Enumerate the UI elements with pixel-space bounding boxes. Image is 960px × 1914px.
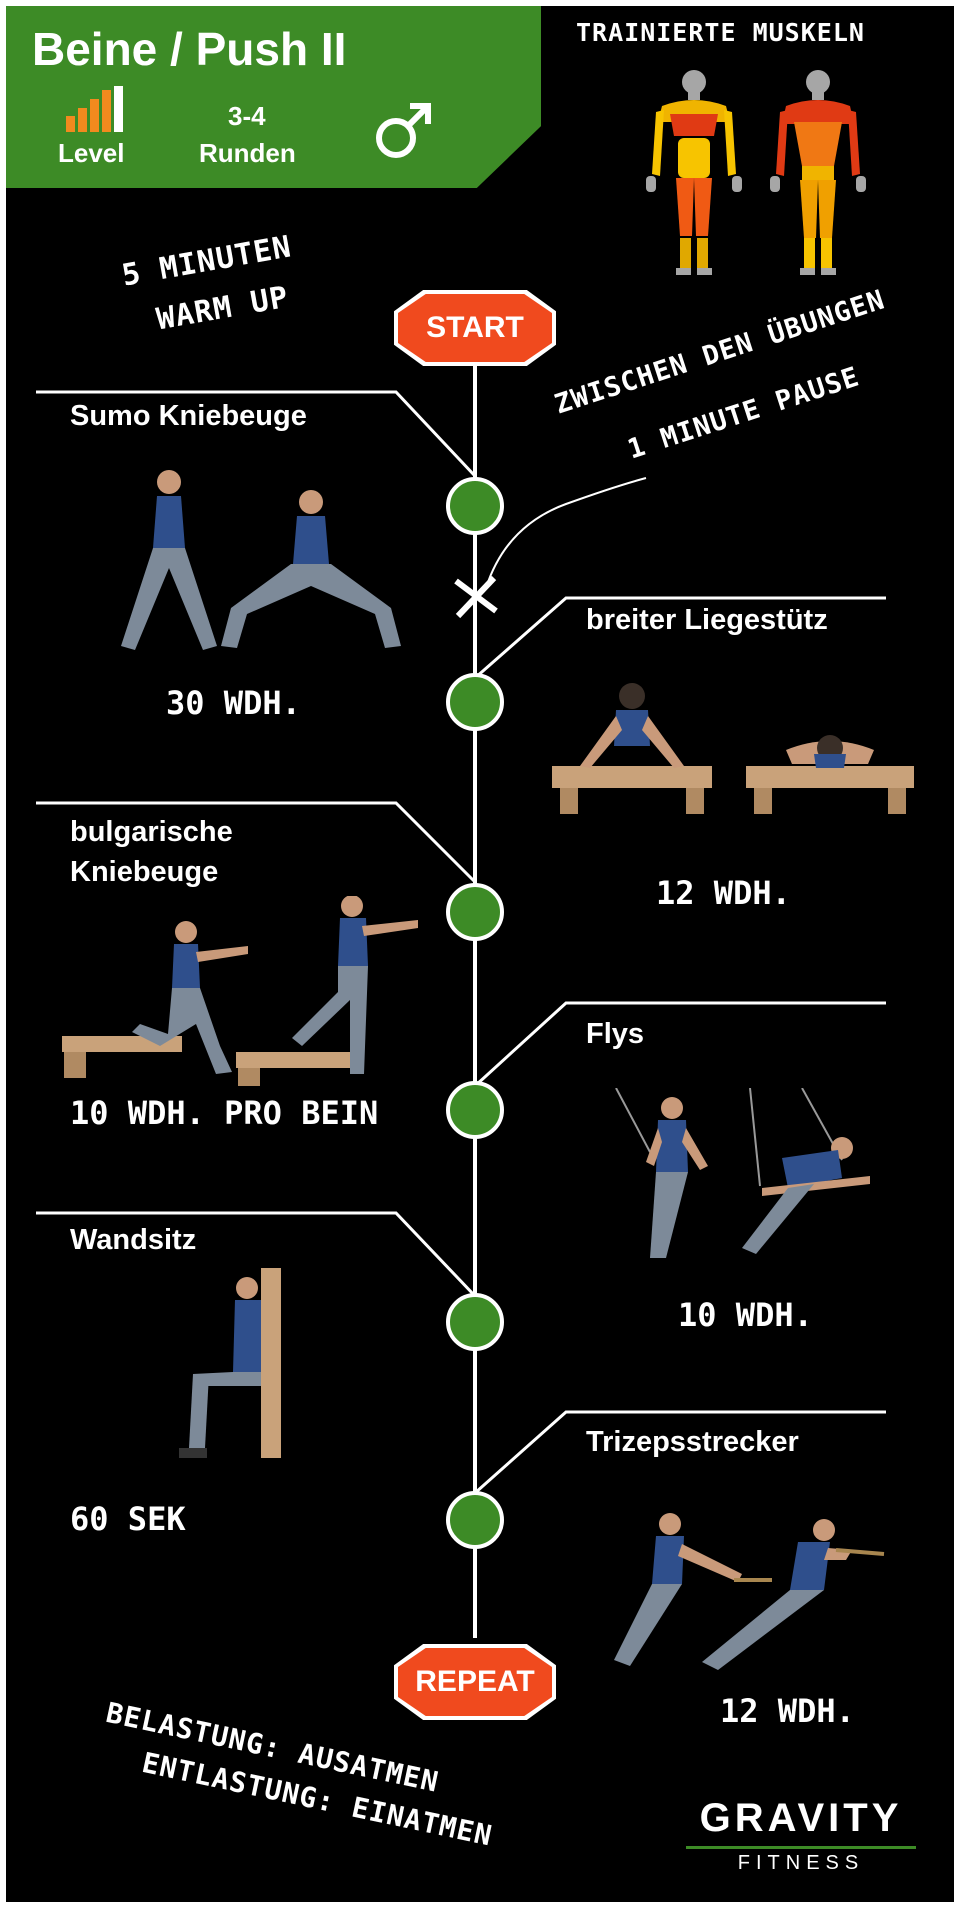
exercise-6-reps: 12 WDH. — [720, 1692, 855, 1730]
brand-underline — [686, 1846, 916, 1849]
exercise-2-figure-icon — [546, 676, 921, 816]
exercise-1-name: Sumo Kniebeuge — [70, 400, 307, 432]
exercise-1-figure-icon — [101, 468, 441, 658]
male-symbol-icon — [372, 98, 436, 162]
exercise-5-figure-icon — [171, 1268, 301, 1468]
muscle-chart-front-icon — [644, 66, 744, 276]
level-label: Level — [58, 138, 125, 168]
brand-logo: GRAVITY FITNESS — [676, 1786, 936, 1876]
exercise-2-name: breiter Liegestütz — [586, 604, 828, 636]
exercise-3-name-line2: Kniebeuge — [70, 856, 219, 888]
exercise-4-name: Flys — [586, 1018, 645, 1050]
exercise-4-reps: 10 WDH. — [678, 1296, 813, 1334]
muscle-chart-back-icon — [768, 66, 868, 276]
title-banner — [6, 6, 541, 188]
exercise-3-reps: 10 WDH. PRO BEIN — [70, 1094, 379, 1132]
timeline — [36, 336, 886, 1638]
exercise-5-reps: 60 SEK — [70, 1500, 186, 1538]
exercise-3-figure-icon — [56, 895, 436, 1086]
exercise-5-name: Wandsitz — [70, 1224, 197, 1256]
exercise-3-name-line1: bulgarische — [70, 816, 233, 848]
brand-name: GRAVITY — [699, 1796, 903, 1840]
rounds-value: 3-4 — [228, 101, 266, 131]
brand-sub: FITNESS — [737, 1852, 865, 1874]
exercise-6-name: Trizepsstrecker — [586, 1426, 799, 1458]
start-label: START — [398, 294, 552, 362]
exercise-1-reps: 30 WDH. — [166, 684, 301, 722]
exercise-6-figure-icon — [602, 1504, 892, 1674]
page-title: Beine / Push II — [32, 23, 347, 75]
repeat-sign: REPEAT — [394, 1644, 556, 1720]
repeat-label: REPEAT — [398, 1648, 552, 1716]
muscles-title: TRAINIERTE MUSKELN — [576, 18, 865, 47]
exercise-4-figure-icon — [602, 1087, 902, 1278]
level-bars-icon — [66, 86, 124, 132]
start-sign: START — [394, 290, 556, 366]
workout-infographic: Beine / Push II Level 3-4 Runden TRAINIE… — [6, 6, 954, 1902]
rounds-label: Runden — [199, 138, 296, 168]
exercise-2-reps: 12 WDH. — [656, 874, 791, 912]
